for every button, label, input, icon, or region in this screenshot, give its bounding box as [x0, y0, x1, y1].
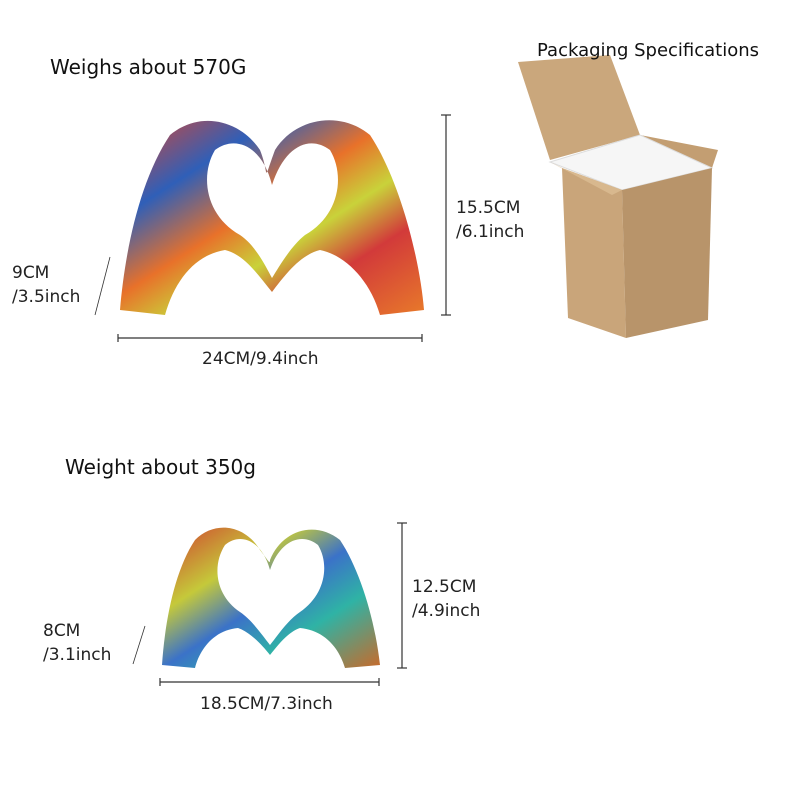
large-heart-sculpture [120, 120, 424, 315]
small-height-label: 12.5CM /4.9inch [412, 575, 480, 623]
small-depth-in: /3.1inch [43, 645, 112, 665]
small-heart-sculpture [162, 527, 380, 668]
small-height-in: /4.9inch [412, 601, 481, 621]
large-height-in: /6.1inch [456, 222, 525, 242]
small-height-cm: 12.5CM [412, 577, 477, 597]
large-height-label: 15.5CM /6.1inch [456, 196, 524, 244]
large-height-cm: 15.5CM [456, 198, 521, 218]
small-width-label: 18.5CM/7.3inch [200, 694, 333, 714]
packaging-box [518, 55, 718, 338]
large-depth-in: /3.5inch [12, 287, 81, 307]
small-depth-cm: 8CM [43, 621, 81, 641]
packaging-title: Packaging Specifications [537, 40, 760, 61]
large-depth-cm: 9CM [12, 263, 50, 283]
small-dimension-lines [132, 522, 407, 686]
large-width-label: 24CM/9.4inch [202, 349, 319, 369]
large-dimension-lines [94, 114, 451, 342]
large-weight-label: Weighs about 570G [50, 55, 247, 79]
large-depth-label: 9CM /3.5inch [12, 261, 80, 309]
small-depth-label: 8CM /3.1inch [43, 619, 111, 667]
small-weight-label: Weight about 350g [65, 455, 256, 479]
